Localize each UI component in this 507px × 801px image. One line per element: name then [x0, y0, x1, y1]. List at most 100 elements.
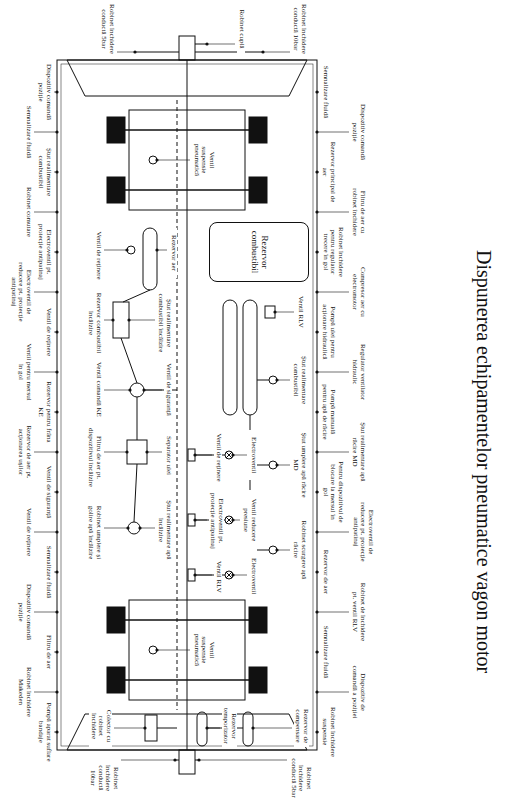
part-label: Robinet cuplă — [237, 2, 245, 56]
part-label: Pompă manuală pentru apă de răcire — [321, 380, 336, 444]
part-label: Dispozitiv comandă poziție — [17, 580, 32, 644]
leader-dot — [155, 248, 158, 251]
leader-dot — [125, 450, 128, 453]
leader-dot — [155, 648, 158, 651]
part-label: Ștut umplere apă răcire MD — [292, 430, 307, 500]
leader-dot — [315, 530, 318, 533]
leader-line — [157, 160, 190, 161]
part-label: Ștut realimentare combustibil — [292, 345, 307, 415]
leader-line — [34, 452, 57, 453]
part-label: Electroventil pt. protecție antipatinaj — [37, 220, 52, 284]
part-label: Robinet umplere și golire apă încălzire — [87, 500, 102, 565]
leader-line — [144, 390, 162, 391]
leader-line — [207, 44, 235, 45]
part-label: Dispozitiv comandă poziție — [37, 60, 52, 124]
part-label: Semnalizare fluidă — [44, 540, 52, 604]
part-label: Ștut realimentare combustibil încălzire — [157, 292, 172, 354]
leader-line — [207, 728, 220, 729]
leader-line — [104, 452, 127, 453]
part-label: Filtru de aer — [44, 620, 52, 684]
leader-dot — [315, 90, 318, 93]
leader-line — [34, 132, 57, 133]
leader-line — [34, 612, 57, 613]
leader-dot — [315, 170, 318, 173]
leader-dot — [315, 130, 318, 133]
part-label: Pompă aparat suflare bandaje — [37, 700, 52, 764]
leader-dot — [55, 730, 58, 733]
part-label: Rezervor de compensare — [294, 705, 309, 747]
leader-line — [233, 455, 247, 456]
leader-line — [34, 212, 57, 213]
part-label: Electroventil — [249, 430, 257, 480]
part-label: Ventil suspensie pneumatică — [192, 138, 215, 182]
leader-dot — [315, 610, 318, 613]
leader-dot — [55, 610, 58, 613]
part-label: Ventil RLV — [214, 558, 222, 596]
leader-dot — [315, 690, 318, 693]
part-label: Pentru dispozitivul de blocare la mersul… — [321, 460, 344, 524]
leader-dot — [315, 490, 318, 493]
leader-line — [277, 380, 290, 381]
leader-dot — [231, 453, 234, 456]
part-label: Semnalizare fluidă — [321, 620, 329, 684]
leader-dot — [193, 518, 196, 521]
leader-line — [263, 52, 290, 53]
leader-dot — [127, 318, 130, 321]
leader-line — [233, 575, 247, 576]
leader-dot — [55, 250, 58, 253]
part-label: Ventil suspensie pneumatică — [192, 628, 215, 672]
part-label: Rezervor combustibil încălzire — [87, 292, 102, 354]
part-label: Separator ulei — [164, 428, 172, 483]
part-label: Robinet închidere Makeden — [17, 660, 32, 724]
leader-dot — [145, 450, 148, 453]
leader-line — [317, 212, 349, 213]
part-label: Colector cu robinet închidere — [89, 705, 112, 747]
part-label: Robinet de închidere pt. ventil RLV — [351, 580, 366, 644]
leader-dot — [138, 526, 141, 529]
leader-dot — [55, 290, 58, 293]
leader-line — [317, 372, 349, 373]
part-label: Filtru de aer pt. dispozitivul încălzire — [87, 425, 102, 490]
part-label: Rezervor de aer — [321, 540, 329, 604]
part-label: Semnalizare fluidă — [24, 100, 32, 164]
leader-line — [104, 528, 128, 529]
part-label: Ventil de siguranță — [44, 460, 52, 524]
leader-line — [34, 292, 57, 293]
leader-dot — [315, 730, 318, 733]
part-label: Robinet scurgere apă răcire — [292, 515, 307, 585]
leader-dot — [273, 310, 276, 313]
leader-line — [195, 455, 212, 456]
leader-dot — [315, 410, 318, 413]
leader-line — [317, 612, 349, 613]
leader-dot — [315, 370, 318, 373]
leader-dot — [133, 50, 136, 53]
leader-dot — [55, 370, 58, 373]
leader-line — [317, 452, 349, 453]
leader-line — [140, 528, 155, 529]
part-label: Ștut realimentare combustibil — [37, 140, 52, 204]
leader-line — [317, 292, 349, 293]
part-label: Ventil de reținere — [214, 430, 222, 485]
leader-dot — [205, 42, 208, 45]
part-label: Dispozitiv de comandă a poziției — [351, 660, 366, 724]
leader-dot — [197, 758, 200, 761]
leader-line — [104, 250, 127, 251]
leader-dot — [155, 158, 158, 161]
leader-dot — [315, 250, 318, 253]
leader-dot — [55, 410, 58, 413]
leader-dot — [251, 726, 254, 729]
part-label: Robinet închidere conductă 10bar — [292, 2, 307, 56]
leader-line — [117, 52, 135, 53]
leader-line — [199, 760, 287, 761]
part-label: Ventil RLV — [296, 292, 304, 332]
leader-dot — [143, 726, 146, 729]
part-label: Compresor aer cu electromotor — [351, 260, 366, 324]
part-label: Ventil pentru mersul în gol — [17, 340, 32, 404]
part-label: Rezervor temporizator — [222, 705, 237, 747]
part-label: Regulator ventilator hidraulic — [351, 340, 366, 404]
part-label: Electroventil — [249, 555, 257, 597]
part-label: Pompă ulei pentru acționare hidraulică — [321, 300, 336, 364]
